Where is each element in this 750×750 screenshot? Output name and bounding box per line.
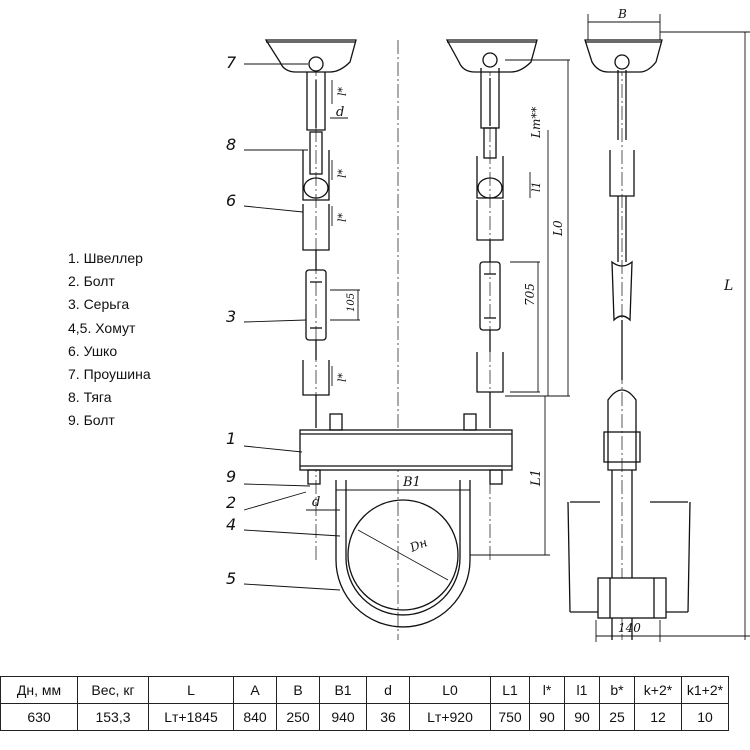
table-cell: 840 [233, 703, 277, 731]
table-cell: 36 [366, 703, 410, 731]
table-cell: Lт+920 [409, 703, 491, 731]
legend-item: 1. Швеллер [68, 250, 143, 266]
table-row: 630 153,3 Lт+1845 840 250 940 36 Lт+920 … [0, 703, 729, 731]
legend-item: 6. Ушко [68, 342, 118, 359]
table-cell: 630 [0, 703, 78, 731]
callout-1: 1 [226, 429, 236, 448]
legend-item: 9. Болт [68, 412, 115, 429]
dim-l-3: l* [336, 212, 349, 222]
dim-105: 105 [346, 293, 357, 312]
legend-item: 2. Болт [68, 273, 115, 290]
legend-item: 4,5. Хомут [68, 319, 136, 336]
table-cell: 12 [634, 703, 682, 731]
dim-d-top: d [336, 105, 344, 120]
table-header-row: Дн, мм Вес, кг L A B B1 d L0 L1 l* l1 b*… [0, 676, 729, 704]
parts-legend: 1. Швеллер 2. Болт 3. Серьга 4,5. Хомут … [68, 247, 151, 433]
table-cell: 25 [599, 703, 635, 731]
dim-705: 705 [523, 283, 537, 306]
callout-numbers: 7 8 6 3 1 9 2 4 5 [226, 53, 237, 588]
callout-leaders [243, 63, 341, 591]
channel-supports [264, 39, 663, 73]
beam-and-clamp [299, 413, 513, 628]
callout-9: 9 [226, 467, 236, 486]
table-cell: 250 [276, 703, 320, 731]
dimension-lines [306, 14, 750, 642]
table-header-cell: L [148, 676, 234, 704]
table-cell: 153,3 [77, 703, 149, 731]
table-cell: 10 [681, 703, 729, 731]
side-view [567, 54, 691, 640]
table-cell: Lт+1845 [148, 703, 234, 731]
legend-item: 3. Серьга [68, 296, 130, 313]
left-hanger-chain [302, 56, 330, 428]
dimension-labels: B B1 d d l* l* l* l* 105 Lт** l1 L0 705 … [312, 7, 733, 635]
legend-item: 7. Проушина [68, 366, 151, 383]
table-header-cell: Вес, кг [77, 676, 149, 704]
table-header-cell: A [233, 676, 277, 704]
table-header-cell: k+2* [634, 676, 682, 704]
dim-d-low: d [312, 495, 320, 510]
dim-l-4: l* [336, 372, 349, 382]
table-header-cell: k1+2* [681, 676, 729, 704]
pipe-hanger-drawing: 7 8 6 3 1 9 2 4 5 B B1 d d l* l* l* l* 1… [226, 7, 750, 642]
table-cell: 90 [529, 703, 565, 731]
callout-4: 4 [226, 515, 236, 534]
callout-7: 7 [226, 53, 237, 72]
legend-item: 8. Тяга [68, 389, 112, 406]
dim-140: 140 [618, 621, 641, 635]
right-hanger-chain [476, 52, 504, 428]
dim-l-2: l* [336, 168, 349, 178]
table-cell: 940 [319, 703, 367, 731]
dim-l0: L0 [551, 220, 565, 237]
dim-lt: Lт** [529, 107, 543, 139]
dim-l-1: l* [336, 86, 349, 96]
table-header-cell: d [366, 676, 410, 704]
table-header-cell: b* [599, 676, 635, 704]
table-cell: 750 [490, 703, 530, 731]
dim-b: B [617, 7, 627, 21]
callout-3: 3 [226, 307, 236, 326]
centerlines [315, 40, 623, 640]
callout-5: 5 [226, 569, 236, 588]
dim-dn: Dн [407, 535, 430, 555]
table-header-cell: L0 [409, 676, 491, 704]
dim-b1: B1 [402, 475, 421, 490]
callout-6: 6 [226, 191, 236, 210]
table-header-cell: B [276, 676, 320, 704]
dim-l-total: L [723, 278, 733, 294]
table-header-cell: L1 [490, 676, 530, 704]
table-header-cell: l1 [564, 676, 600, 704]
dim-l1-big: L1 [529, 469, 544, 487]
callout-8: 8 [226, 135, 236, 154]
specs-table: Дн, мм Вес, кг L A B B1 d L0 L1 l* l1 b*… [0, 676, 729, 731]
table-header-cell: l* [529, 676, 565, 704]
table-header-cell: B1 [319, 676, 367, 704]
dim-l1: l1 [530, 181, 543, 192]
callout-2: 2 [226, 493, 236, 512]
table-cell: 90 [564, 703, 600, 731]
table-header-cell: Дн, мм [0, 676, 78, 704]
